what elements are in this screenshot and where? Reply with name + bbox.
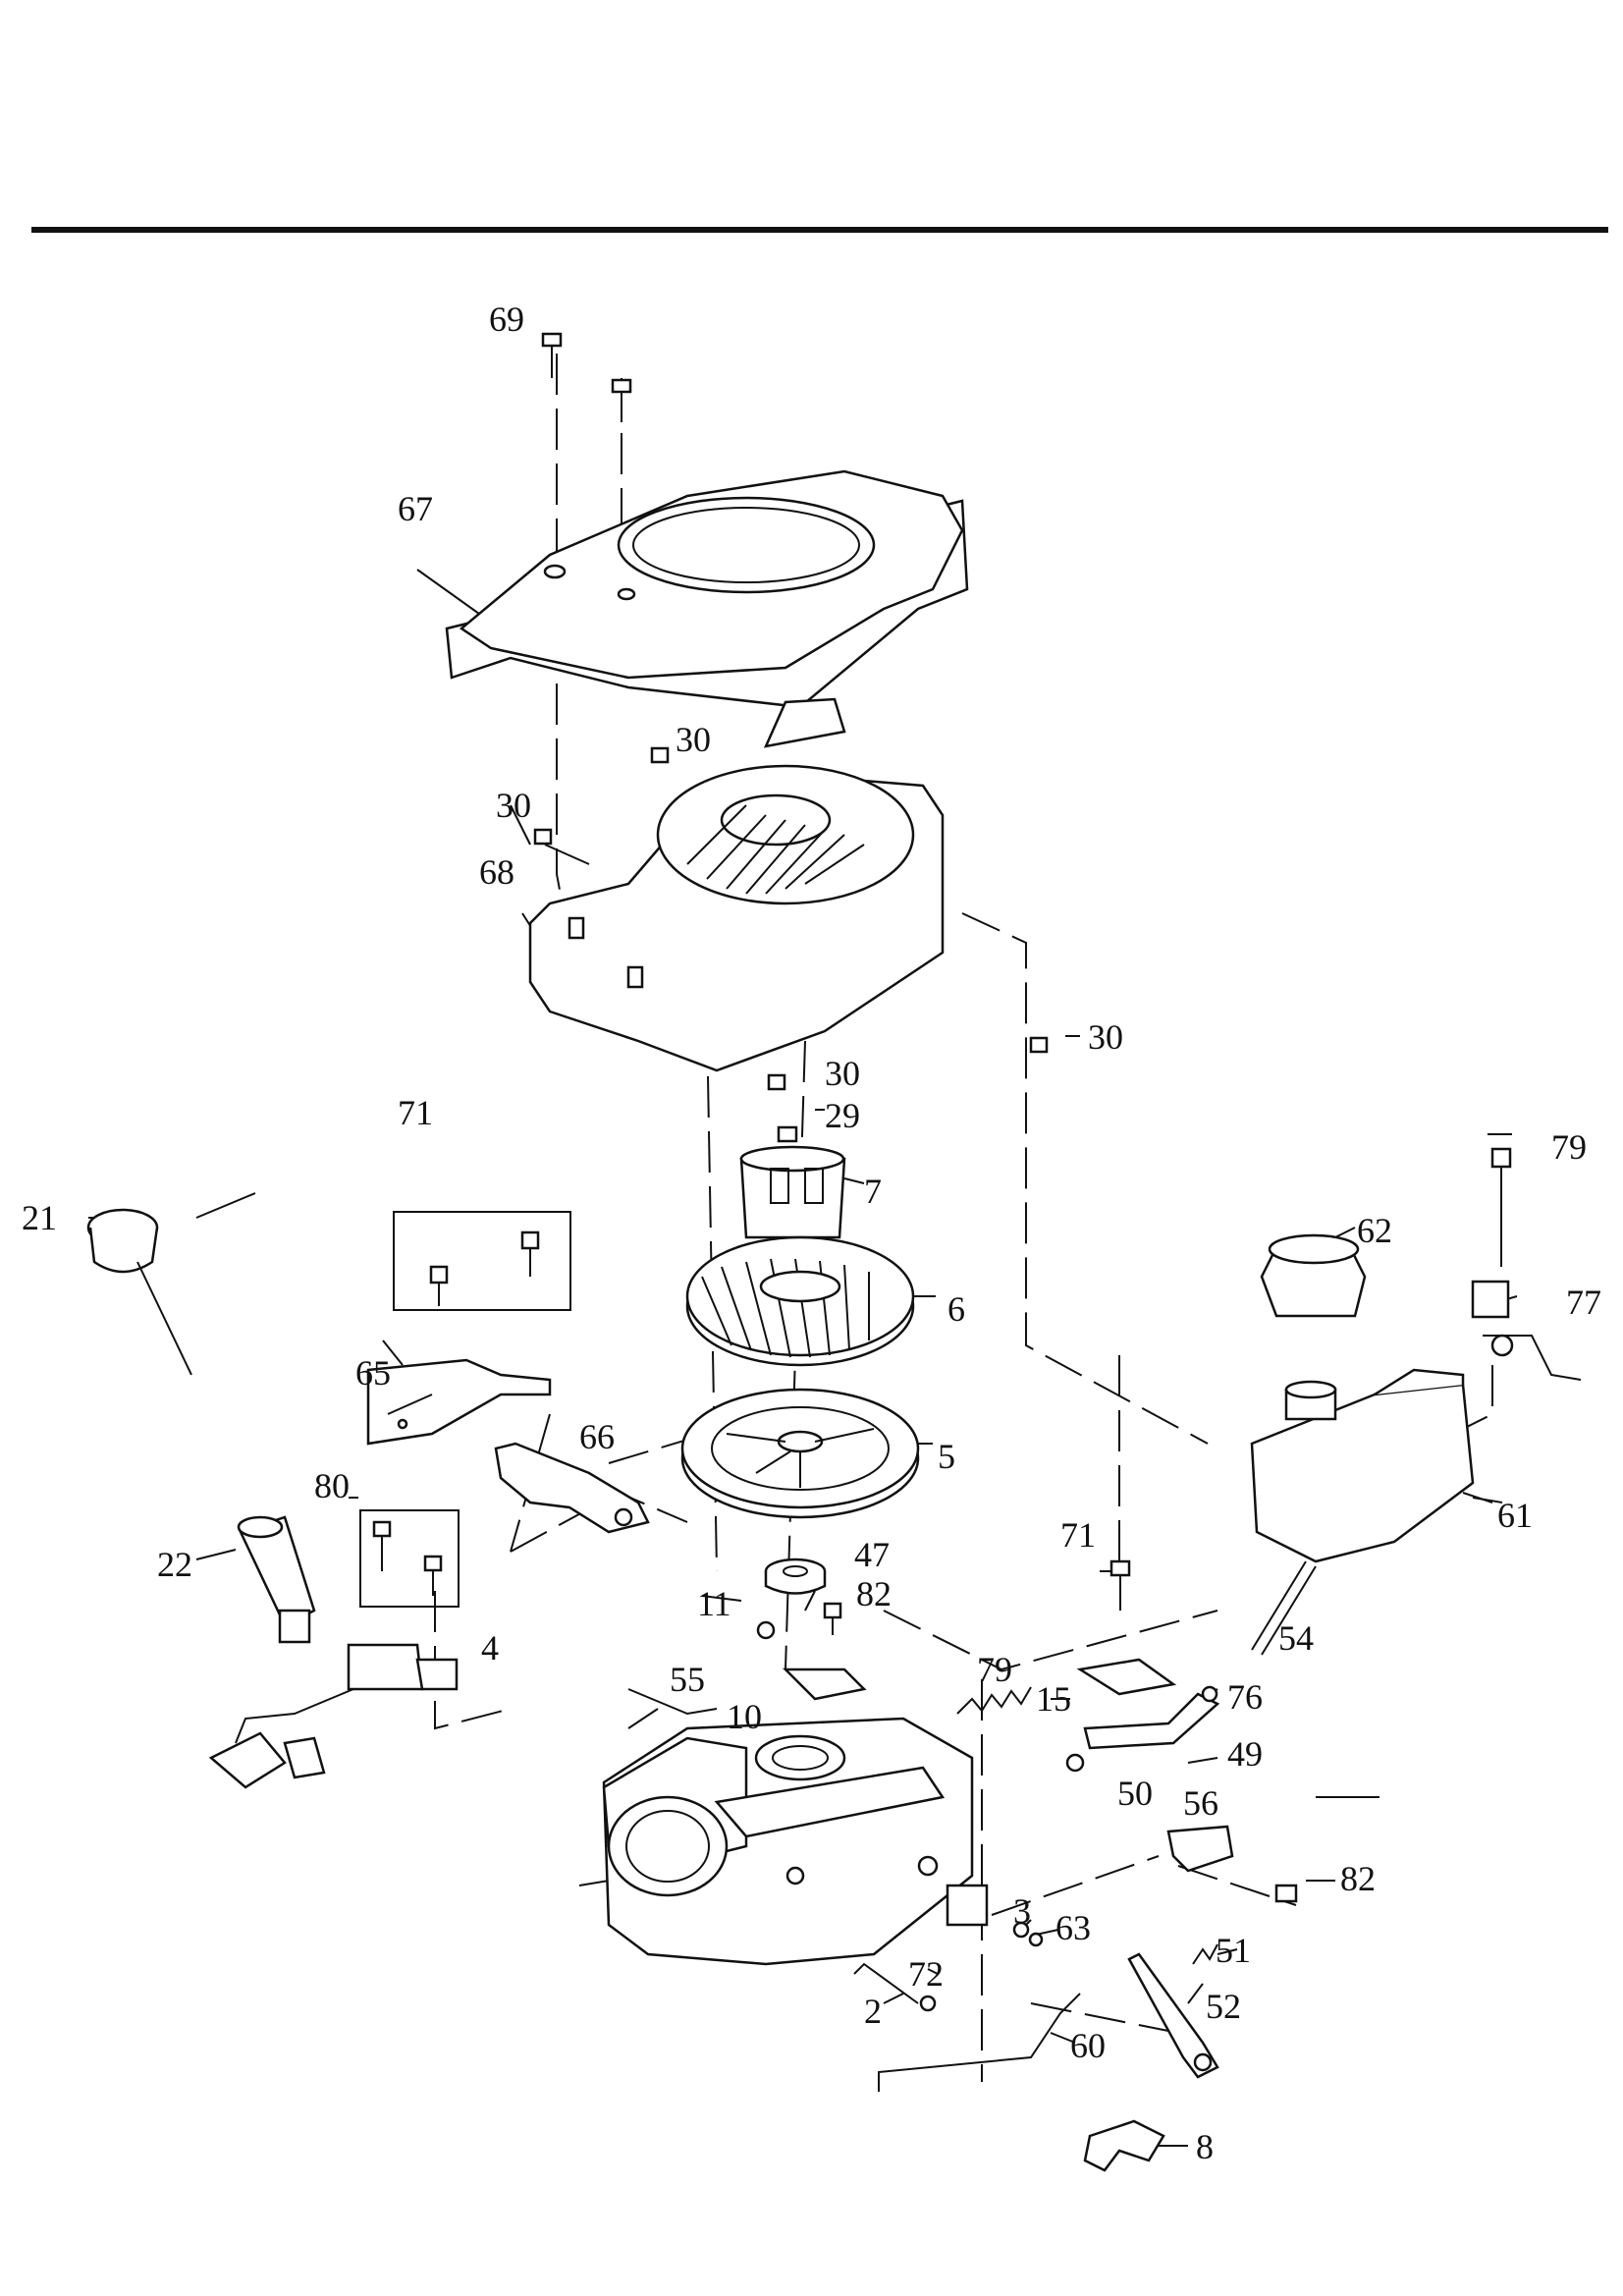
leader-lines	[88, 569, 1518, 2147]
part-bearing-47	[764, 1558, 827, 1595]
part-top-cover-67	[445, 469, 969, 709]
part-bolt-71-lower	[1109, 1559, 1131, 1611]
callout-79-b: 79	[977, 1650, 1012, 1689]
part-fuel-line-54	[1251, 1560, 1317, 1656]
part-starter-housing-68	[528, 697, 945, 1072]
part-bracket-56	[1166, 1825, 1234, 1873]
part-switch-77	[1471, 1280, 1582, 1381]
part-fuel-line-49	[1083, 1692, 1220, 1750]
part-clamp-76	[1201, 1685, 1218, 1703]
part-fuel-tank-61	[1250, 1368, 1475, 1563]
callout-7: 7	[864, 1172, 882, 1211]
callout-47: 47	[854, 1535, 890, 1574]
callout-82-b: 82	[1340, 1859, 1376, 1898]
part-rod-60	[878, 1993, 1081, 2092]
part-bracket-66	[494, 1442, 650, 1534]
callout-11: 11	[697, 1584, 731, 1623]
callout-21: 21	[22, 1198, 57, 1237]
callout-4: 4	[481, 1628, 499, 1667]
callout-71-b: 71	[1060, 1515, 1096, 1555]
callout-56: 56	[1183, 1783, 1218, 1823]
part-washer-72	[919, 1995, 937, 2012]
part-bolts-80	[372, 1520, 443, 1596]
part-group-box-71	[393, 1211, 571, 1311]
part-washer-63	[1028, 1932, 1044, 1947]
callout-60: 60	[1070, 2026, 1106, 2065]
callout-22: 22	[157, 1545, 192, 1584]
callout-65: 65	[355, 1353, 391, 1393]
callout-66: 66	[579, 1417, 615, 1456]
callout-30-a: 30	[676, 720, 711, 759]
part-brake-plate-65	[366, 1358, 552, 1446]
part-crankcase-10	[602, 1717, 989, 1966]
callout-82-a: 82	[856, 1574, 892, 1613]
part-fuel-cap-62	[1260, 1233, 1367, 1318]
part-spring-51	[1192, 1943, 1218, 1965]
callout-50: 50	[1117, 1774, 1153, 1813]
callout-3: 3	[1013, 1891, 1031, 1931]
callout-55: 55	[670, 1660, 705, 1699]
part-screw-top	[611, 378, 632, 422]
callout-63: 63	[1055, 1908, 1091, 1947]
callout-51: 51	[1216, 1931, 1251, 1970]
part-fuel-hose-8	[1083, 2119, 1165, 2172]
part-fan-6	[685, 1235, 915, 1367]
callout-67: 67	[398, 489, 433, 528]
part-bolt-82-lower	[1274, 1884, 1298, 1903]
callout-30-b: 30	[496, 786, 531, 825]
part-bolts-30	[533, 746, 1049, 1091]
part-bolts-71	[429, 1230, 540, 1306]
part-screw-11	[756, 1620, 776, 1640]
callout-77: 77	[1566, 1283, 1601, 1322]
header-rule	[31, 227, 1608, 233]
callout-72: 72	[908, 1954, 944, 1994]
callout-5: 5	[938, 1437, 955, 1476]
part-governor-arm-55	[627, 1667, 867, 1716]
part-group-box-80	[359, 1509, 460, 1608]
part-screw-79-top	[1490, 1147, 1512, 1267]
part-clamp-50	[1065, 1753, 1085, 1773]
part-ignition-coil-4	[208, 1643, 459, 1789]
callout-69: 69	[489, 300, 524, 339]
callout-52: 52	[1206, 1987, 1241, 2026]
callout-49: 49	[1227, 1734, 1263, 1774]
callout-54: 54	[1278, 1618, 1314, 1658]
part-dipstick-21	[86, 1208, 192, 1376]
callout-30-c: 30	[1088, 1017, 1123, 1057]
part-flywheel-5	[680, 1388, 920, 1519]
part-gasket-15	[1076, 1658, 1177, 1696]
callout-80: 80	[314, 1466, 350, 1505]
callout-10: 10	[727, 1697, 762, 1736]
callout-30-d: 30	[825, 1054, 860, 1093]
callout-29: 29	[825, 1096, 860, 1135]
part-lever-52	[1127, 1952, 1219, 2079]
part-pin-2	[853, 1962, 919, 2004]
callout-68: 68	[479, 852, 514, 892]
part-cup-7	[739, 1145, 846, 1239]
callout-15: 15	[1036, 1679, 1071, 1719]
part-bolt-82-upper	[823, 1602, 842, 1635]
part-spring-79	[956, 1686, 1032, 1715]
callout-8: 8	[1196, 2127, 1214, 2166]
part-screw-69	[541, 332, 563, 378]
part-oil-fill-tube-22	[237, 1515, 316, 1644]
callout-2: 2	[864, 1992, 882, 2031]
callout-61: 61	[1497, 1496, 1533, 1535]
callout-79-a: 79	[1551, 1127, 1587, 1167]
callout-76: 76	[1227, 1677, 1263, 1717]
callout-62: 62	[1357, 1211, 1392, 1250]
callout-71-a: 71	[398, 1093, 433, 1132]
part-nut-29	[777, 1125, 798, 1143]
part-washer-3	[1012, 1921, 1030, 1939]
callout-6: 6	[947, 1289, 965, 1329]
callout-labels: 69 67 30 30 68 30 30 29 7 71 21 62 79 77…	[22, 300, 1601, 2166]
